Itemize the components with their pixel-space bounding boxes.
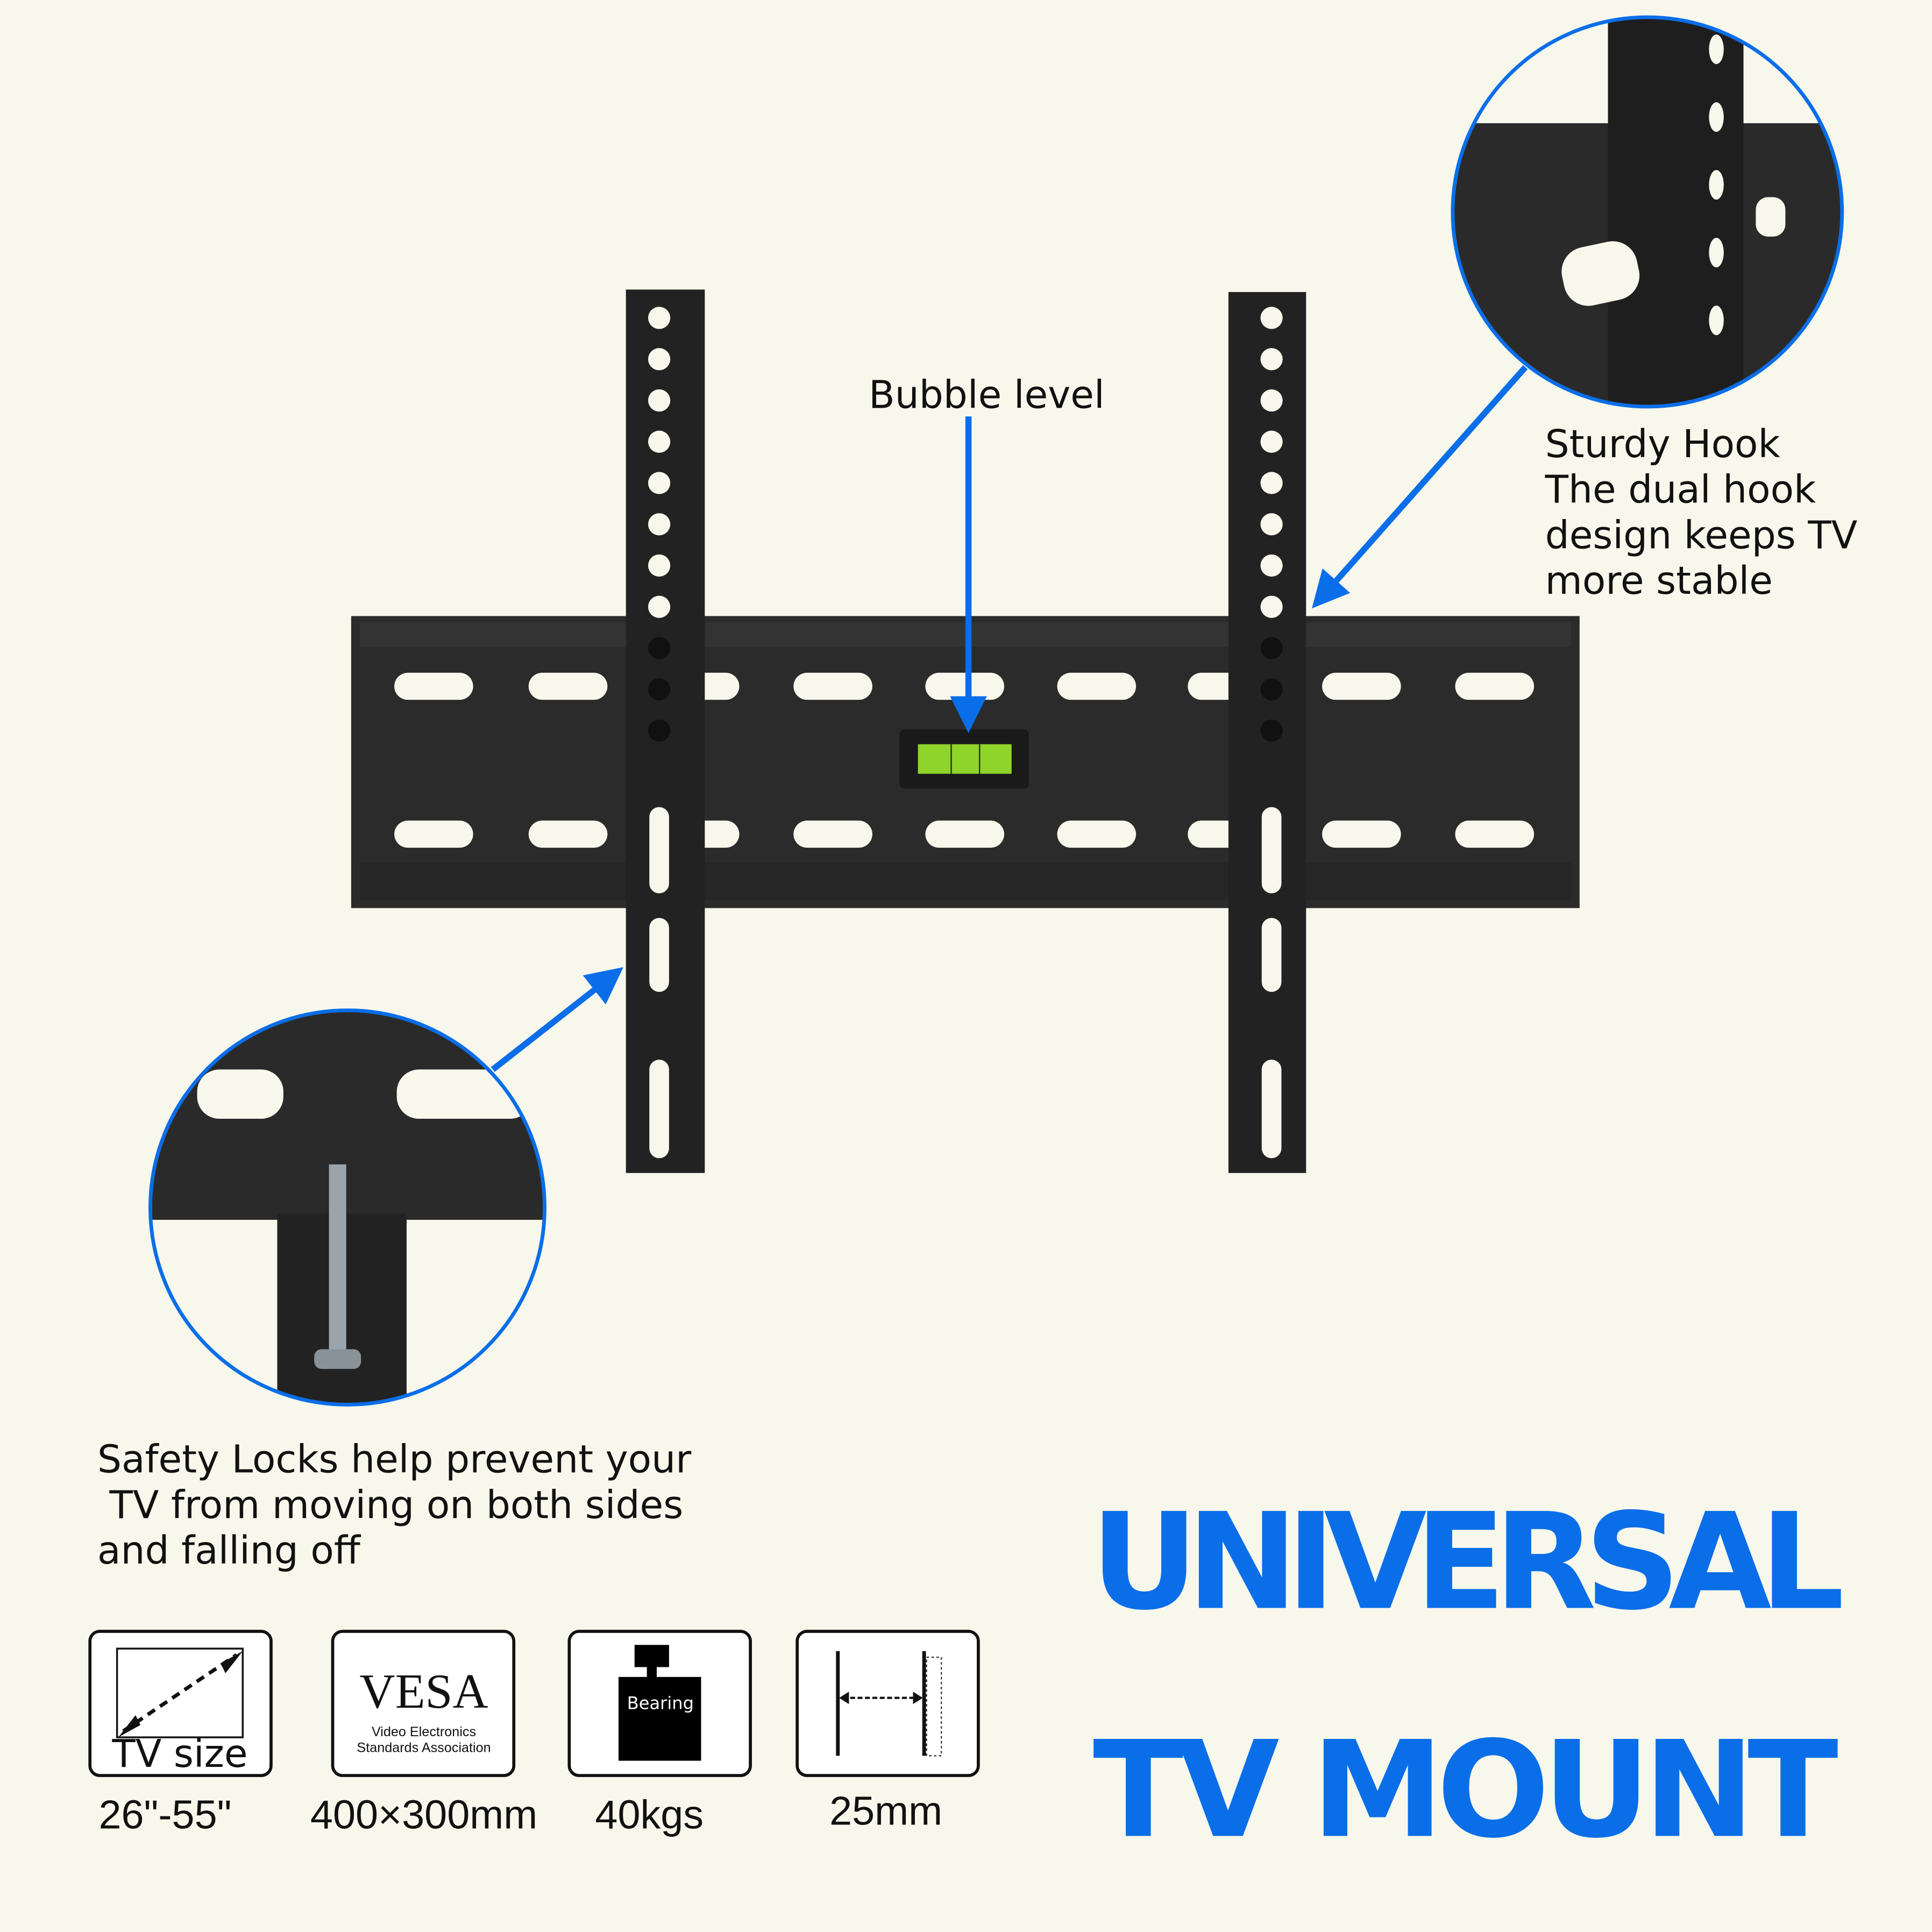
arm-hole <box>648 307 671 329</box>
plate-slot <box>793 820 872 848</box>
arm-hole <box>648 595 671 618</box>
plate-slot <box>1322 672 1401 700</box>
arm-slot <box>1261 807 1282 893</box>
arm-hole <box>648 389 671 412</box>
arm-hole <box>648 472 671 494</box>
arm-hole <box>1260 348 1283 371</box>
title-line-1: UNIVERSAL <box>1090 1485 1844 1640</box>
arm-hole <box>648 513 671 536</box>
arm-slot <box>649 807 669 893</box>
plate-slot <box>1322 820 1401 848</box>
vesa-icon: VESA <box>359 1664 488 1718</box>
safety-lock-detail-circle <box>148 1008 546 1407</box>
sturdy-hook-text: Sturdy Hook The dual hook design keeps T… <box>1545 422 1858 603</box>
arm-hole <box>1260 472 1283 494</box>
spec-vesa: VESA Video Electronics Standards Associa… <box>310 1630 537 1838</box>
arm-slot <box>1261 1060 1282 1159</box>
arm-hole <box>1260 389 1283 412</box>
plate-slot <box>1057 820 1137 848</box>
arm-hole <box>1260 595 1283 618</box>
spec-tv-size: TV size 26"-55" <box>88 1630 273 1838</box>
title-line-2: TV MOUNT <box>1093 1713 1838 1867</box>
text-line: TV from moving on both sides <box>97 1482 683 1527</box>
text-line: more stable <box>1545 558 1773 603</box>
bearing-label: Bearing <box>627 1693 694 1713</box>
plate-slot <box>1455 672 1535 700</box>
spec-bearing: Bearing 40kgs <box>567 1630 752 1838</box>
safety-lock-arrow <box>491 967 624 1072</box>
bubble-level <box>899 729 1029 789</box>
arm-hole <box>1260 719 1283 742</box>
plate-slot <box>1455 820 1535 848</box>
arm-hole <box>648 430 671 453</box>
arm-hole <box>648 637 671 659</box>
tv-size-value: 26"-55" <box>98 1793 231 1838</box>
arm-hole <box>1260 430 1283 453</box>
text-line: The dual hook <box>1545 467 1816 512</box>
arm-slot <box>649 918 669 992</box>
tv-size-label: TV size <box>111 1731 247 1776</box>
plate-slot <box>528 820 608 848</box>
vesa-value: 400×300mm <box>310 1793 537 1838</box>
arm-hole <box>648 348 671 371</box>
bearing-value: 40kgs <box>595 1793 704 1838</box>
arm-hole <box>1260 307 1283 329</box>
arm-hole <box>648 554 671 577</box>
hook-arrow <box>1311 365 1528 609</box>
weight-icon <box>618 1645 701 1761</box>
arm-hole <box>1260 554 1283 577</box>
bubble-level-label: Bubble level <box>869 372 1105 417</box>
arm-holes <box>648 307 1283 1159</box>
plate-slot <box>925 672 1005 700</box>
text-line: design keeps TV <box>1545 513 1858 557</box>
text-line: and falling off <box>97 1528 361 1573</box>
plate-slot <box>925 820 1005 848</box>
arm-hole <box>648 719 671 742</box>
plate-slot <box>528 672 608 700</box>
wall-distance-icon <box>836 1651 942 1757</box>
spec-wall-distance: 25mm <box>795 1630 980 1834</box>
text-line: Safety Locks help prevent your <box>97 1437 692 1482</box>
vesa-sub-1: Video Electronics <box>372 1724 476 1739</box>
text-line: Sturdy Hook <box>1545 422 1780 466</box>
wall-distance-value: 25mm <box>829 1789 942 1834</box>
plate-slot <box>394 672 473 700</box>
plate-slot <box>394 820 473 848</box>
arm-slot <box>649 1060 669 1159</box>
arm-hole <box>1260 678 1283 701</box>
plate-slot <box>1057 672 1137 700</box>
arm-slot <box>1261 918 1282 992</box>
plate-slots <box>394 672 1535 848</box>
arm-hole <box>648 678 671 701</box>
tv-size-icon <box>116 1647 244 1738</box>
arm-hole <box>1260 637 1283 659</box>
vesa-sub-2: Standards Association <box>357 1741 491 1756</box>
safety-locks-text: Safety Locks help prevent your TV from m… <box>97 1437 692 1573</box>
plate-slot <box>793 672 872 700</box>
arm-hole <box>1260 513 1283 536</box>
hook-detail-circle <box>1451 15 1844 409</box>
